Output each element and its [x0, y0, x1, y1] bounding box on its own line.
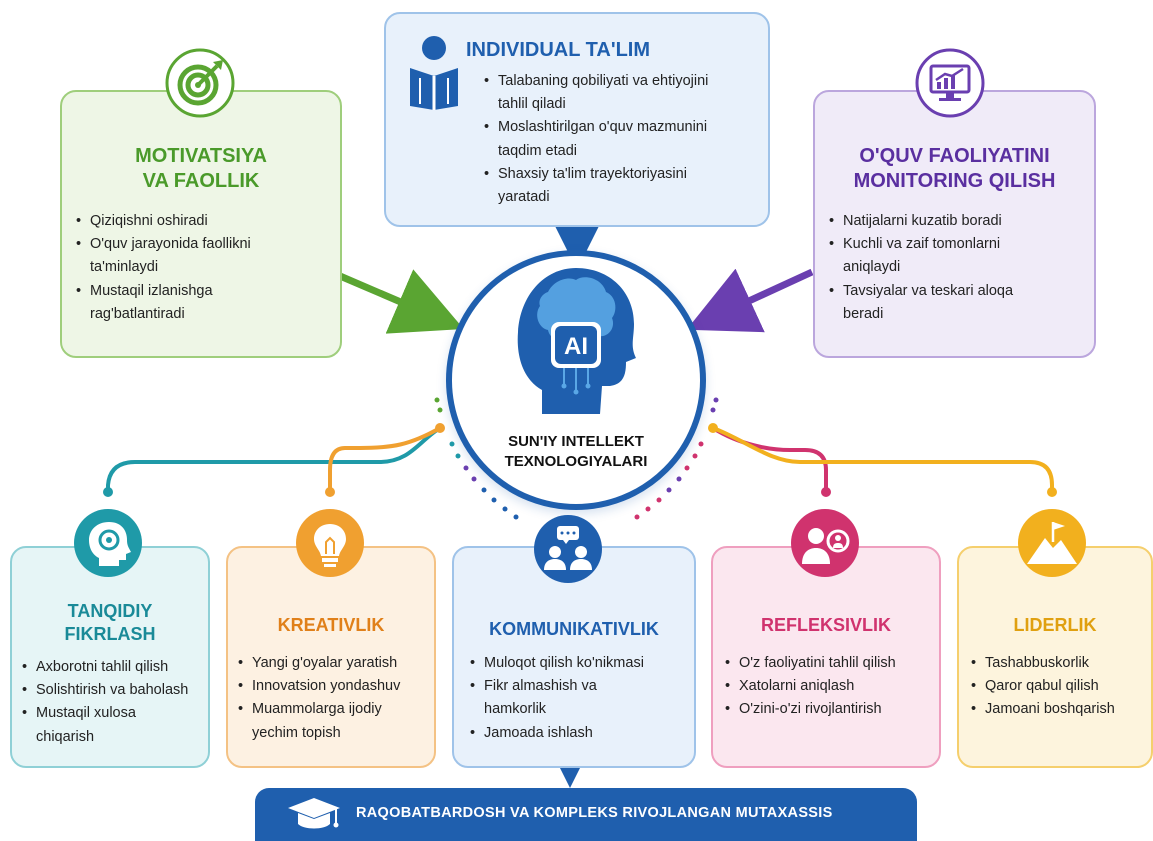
list-item: taqdim etadi [498, 142, 577, 159]
card-leadership-list: Tashabbuskorlik Qaror qabul qilish Jamoa… [969, 652, 1115, 722]
connector-teal [106, 426, 442, 492]
list-item: O'z faoliyatini tahlil qilish [723, 652, 896, 675]
lightbulb-icon [295, 508, 365, 578]
list-item: hamkorlik [484, 701, 547, 718]
card-motivation: MOTIVATSIYA VA FAOLLIK Qiziqishni oshira… [60, 90, 342, 358]
card-individual-list: Talabaning qobiliyati va ehtiyojini tahl… [482, 70, 708, 209]
arrow-motivation [338, 269, 464, 334]
card-critical-title: TANQIDIY FIKRLASH [64, 601, 156, 644]
list-item: Shaxsiy ta'lim trayektoriyasini [482, 163, 708, 186]
list-item: aniqlaydi [843, 259, 901, 276]
connector-gold [712, 426, 1054, 492]
card-critical-thinking: TANQIDIY FIKRLASH Axborotni tahlil qilis… [10, 546, 210, 768]
card-individual-title: INDIVIDUAL TA'LIM [466, 39, 651, 61]
list-item: Tavsiyalar va teskari aloqa [827, 280, 1013, 303]
list-item: Qiziqishni oshiradi [74, 210, 251, 233]
list-item: Moslashtirilgan o'quv mazmunini [482, 116, 708, 139]
people-chat-icon [533, 514, 603, 584]
list-item: Yangi g'oyalar yaratish [236, 652, 400, 675]
card-reflexivity-list: O'z faoliyatini tahlil qilish Xatolarni … [723, 652, 896, 722]
list-item: beradi [843, 305, 884, 322]
list-item: Natijalarni kuzatib boradi [827, 210, 1013, 233]
dotted-arc-left [434, 397, 519, 520]
list-item: Qaror qabul qilish [969, 675, 1115, 698]
card-monitoring-title: O'QUV FAOLIYATINI MONITORING QILISH [853, 145, 1056, 192]
list-item: Mustaqil izlanishga [74, 280, 251, 303]
monitor-chart-icon [915, 48, 985, 118]
banner-text: RAQOBATBARDOSH VA KOMPLEKS RIVOJLANGAN M… [356, 805, 833, 821]
list-item: O'quv jarayonida faollikni [74, 233, 251, 256]
card-monitoring: O'QUV FAOLIYATINI MONITORING QILISH Nati… [813, 90, 1096, 358]
card-reflexivity-title: REFLEKSIVLIK [760, 615, 891, 635]
list-item: tahlil qiladi [498, 96, 566, 113]
card-communication: KOMMUNIKATIVLIK Muloqot qilish ko'nikmas… [452, 546, 696, 768]
list-item: Kuchli va zaif tomonlarni [827, 233, 1013, 256]
list-item: yechim topish [252, 724, 341, 741]
dotted-arc-right [634, 397, 719, 520]
list-item: ta'minlaydi [90, 259, 159, 276]
card-leadership: LIDERLIK Tashabbuskorlik Qaror qabul qil… [957, 546, 1153, 768]
arrow-monitoring [686, 268, 814, 333]
list-item: Innovatsion yondashuv [236, 675, 400, 698]
list-item: Jamoada ishlash [468, 722, 644, 745]
list-item: O'zini-o'zi rivojlantirish [723, 698, 896, 721]
card-motivation-list: Qiziqishni oshiradi O'quv jarayonida fao… [74, 210, 251, 326]
card-communication-list: Muloqot qilish ko'nikmasi Fikr almashish… [468, 652, 644, 745]
card-creativity-title: KREATIVLIK [277, 615, 385, 635]
list-item: Solishtirish va baholash [20, 679, 188, 702]
list-item: rag'batlantiradi [90, 305, 185, 322]
list-item: Jamoani boshqarish [969, 698, 1115, 721]
result-banner [255, 788, 917, 841]
card-monitoring-list: Natijalarni kuzatib boradi Kuchli va zai… [827, 210, 1013, 326]
connector-orange-left [328, 426, 441, 492]
person-mirror-icon [790, 508, 860, 578]
mountain-flag-icon [1017, 508, 1087, 578]
card-communication-title: KOMMUNIKATIVLIK [489, 619, 659, 639]
thinking-head-icon [73, 508, 143, 578]
list-item: Xatolarni aniqlash [723, 675, 896, 698]
list-item: yaratadi [498, 188, 550, 205]
list-item: Muloqot qilish ko'nikmasi [468, 652, 644, 675]
card-individual: INDIVIDUAL TA'LIM Talabaning qobiliyati … [384, 12, 770, 227]
ai-badge-text: AI [564, 333, 588, 360]
list-item: Talabaning qobiliyati va ehtiyojini [482, 70, 708, 93]
card-creativity-list: Yangi g'oyalar yaratish Innovatsion yond… [236, 652, 400, 745]
card-motivation-title: MOTIVATSIYA VA FAOLLIK [135, 145, 267, 192]
list-item: Muammolarga ijodiy [236, 698, 400, 721]
card-critical-list: Axborotni tahlil qilish Solishtirish va … [20, 656, 188, 749]
center-title: SUN'IY INTELLEKT TEXNOLOGIYALARI [504, 433, 648, 471]
card-reflexivity: REFLEKSIVLIK O'z faoliyatini tahlil qili… [711, 546, 941, 768]
list-item: Fikr almashish va [468, 675, 644, 698]
reader-book-icon [404, 34, 464, 110]
graduation-cap-icon [286, 794, 342, 834]
target-icon [165, 48, 235, 118]
ai-head-icon: AI [506, 262, 646, 420]
list-item: chiqarish [36, 728, 95, 745]
card-creativity: KREATIVLIK Yangi g'oyalar yaratish Innov… [226, 546, 436, 768]
list-item: Axborotni tahlil qilish [20, 656, 188, 679]
list-item: Mustaqil xulosa [20, 702, 188, 725]
list-item: Tashabbuskorlik [969, 652, 1115, 675]
card-leadership-title: LIDERLIK [1013, 615, 1097, 635]
